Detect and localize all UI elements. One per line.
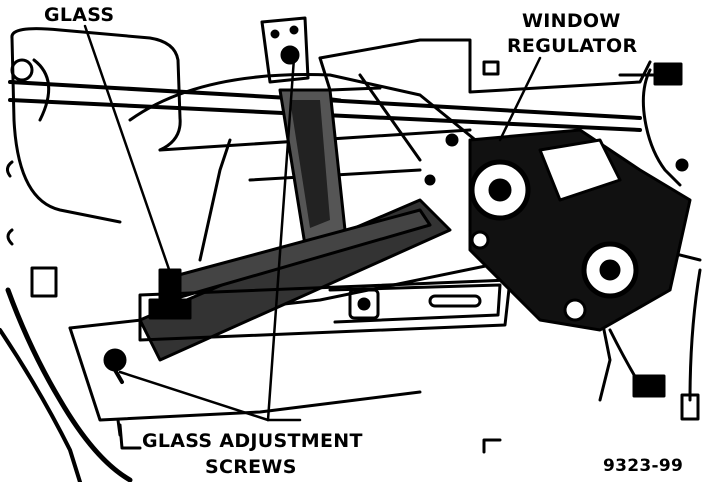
glass-label: GLASS xyxy=(44,4,115,26)
screw-leader-2 xyxy=(118,370,270,422)
screws xyxy=(103,133,689,384)
lift-channel xyxy=(138,268,512,342)
regulator-gearbox xyxy=(468,128,692,332)
window-regulator-label-line1: WINDOW xyxy=(522,10,621,32)
regulator-arm xyxy=(138,198,452,362)
glass-leader xyxy=(83,24,174,280)
leader-lines xyxy=(83,24,542,422)
figure-number: 9323-99 xyxy=(603,456,684,476)
regulator-leader xyxy=(498,56,542,142)
glass-adjustment-screws-label-line2: SCREWS xyxy=(205,456,297,478)
glass-adjustment-screws-label-line1: GLASS ADJUSTMENT xyxy=(142,430,363,452)
screw-leader-1 xyxy=(266,56,296,422)
top-bracket xyxy=(260,16,310,84)
window-regulator-label-line2: REGULATOR xyxy=(507,35,638,57)
wire-harness xyxy=(608,62,700,421)
glass-channel xyxy=(278,88,347,247)
panel-cutouts xyxy=(5,58,502,454)
